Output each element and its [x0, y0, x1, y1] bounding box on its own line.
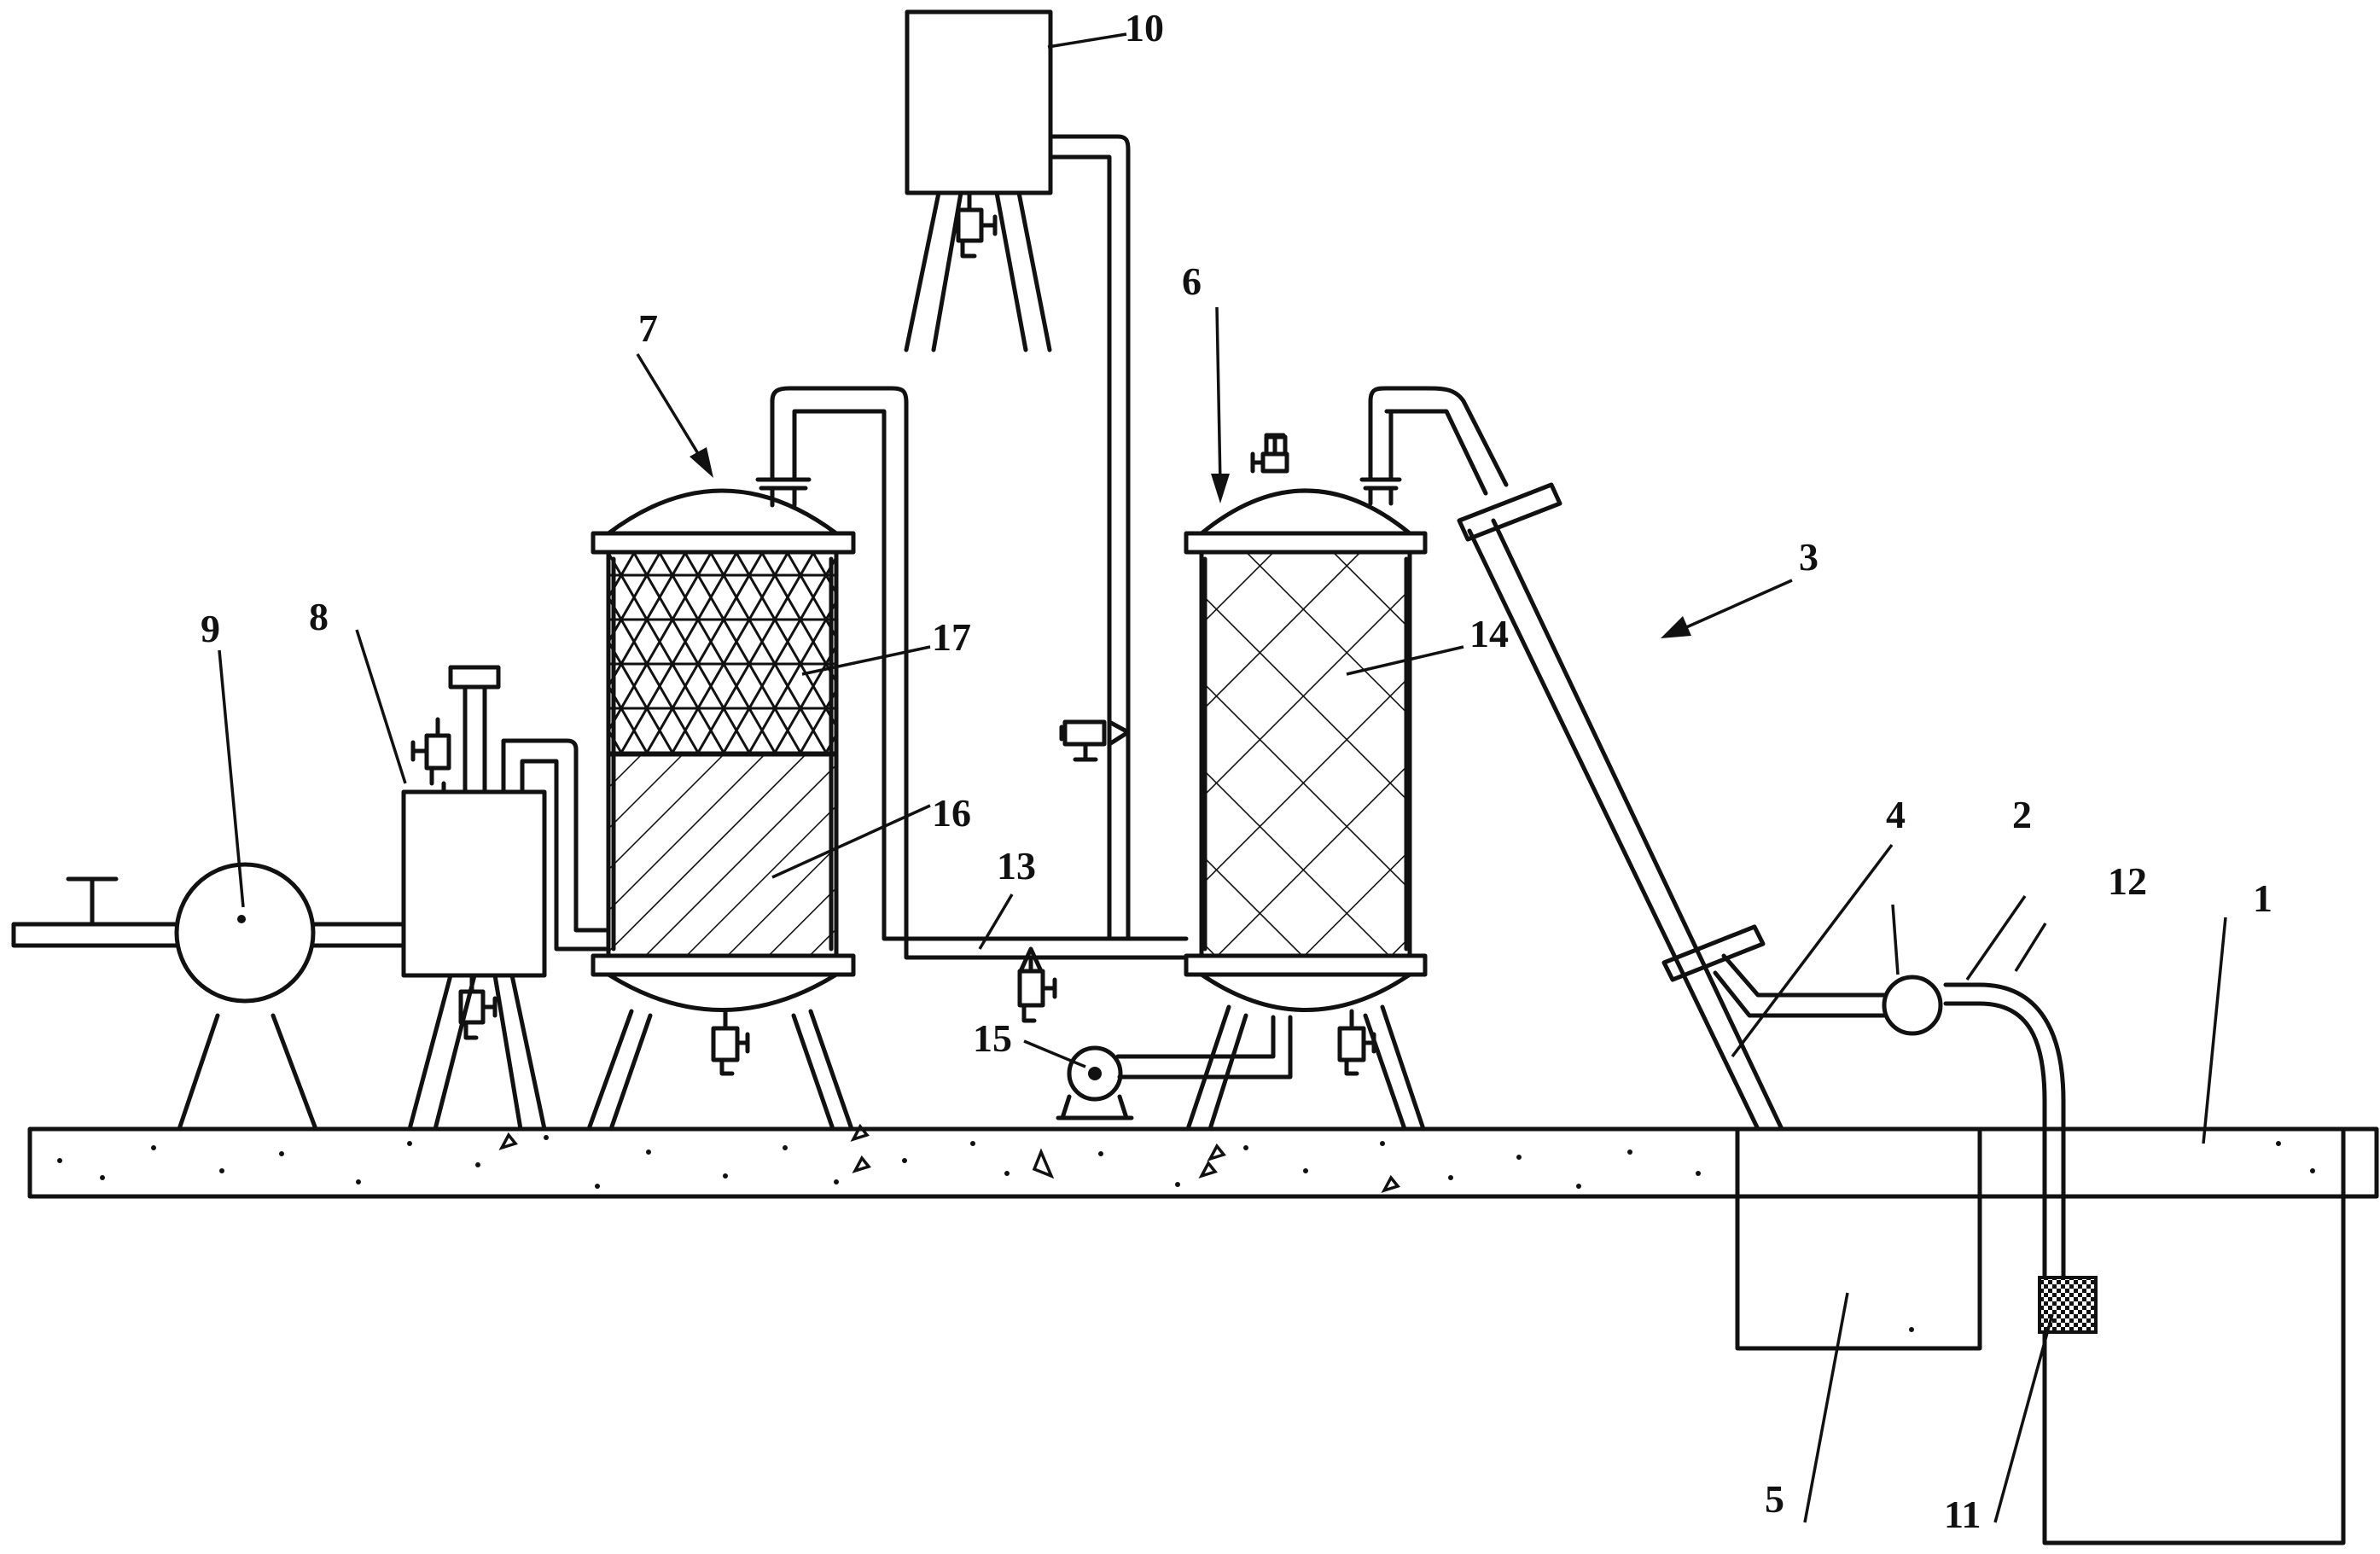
strainer	[2038, 1276, 2098, 1334]
label-part-2: 2	[2012, 793, 2032, 836]
label-part-12: 12	[2108, 859, 2147, 903]
filter-tank-16-17	[586, 386, 909, 1132]
leader-lines	[218, 32, 2227, 1523]
water-pump	[1882, 975, 1943, 1036]
label-part-5: 5	[1765, 1477, 1784, 1521]
label-part-16: 16	[932, 791, 971, 835]
label-part-4: 4	[1886, 793, 1906, 836]
connecting-pipe	[1713, 953, 1887, 1018]
label-part-1: 1	[2253, 876, 2272, 920]
label-part-3: 3	[1799, 535, 1818, 579]
label-part-8: 8	[309, 595, 329, 638]
ground-slab	[27, 1123, 2379, 1199]
water-source-tank	[2042, 1126, 2346, 1545]
label-part-9: 9	[201, 607, 220, 650]
pipe-13	[882, 921, 1189, 1023]
circulation-pump	[1056, 1015, 1293, 1120]
collection-tank	[1735, 1126, 1982, 1351]
filter-tank-14	[1184, 386, 1428, 1132]
label-part-10: 10	[1125, 6, 1164, 49]
label-part-13: 13	[997, 844, 1036, 888]
pressure-box	[401, 665, 611, 1132]
label-part-6: 6	[1182, 259, 1202, 303]
inlet-pump	[11, 862, 406, 1132]
inclined-lift-column	[1384, 386, 1784, 1132]
label-part-17: 17	[932, 615, 971, 659]
label-part-14: 14	[1469, 612, 1509, 655]
suction-pipe	[1943, 982, 2066, 1283]
dosing-tank	[904, 9, 1131, 941]
label-part-11: 11	[1944, 1493, 1981, 1536]
label-part-7: 7	[638, 306, 658, 350]
label-part-15: 15	[973, 1016, 1012, 1060]
